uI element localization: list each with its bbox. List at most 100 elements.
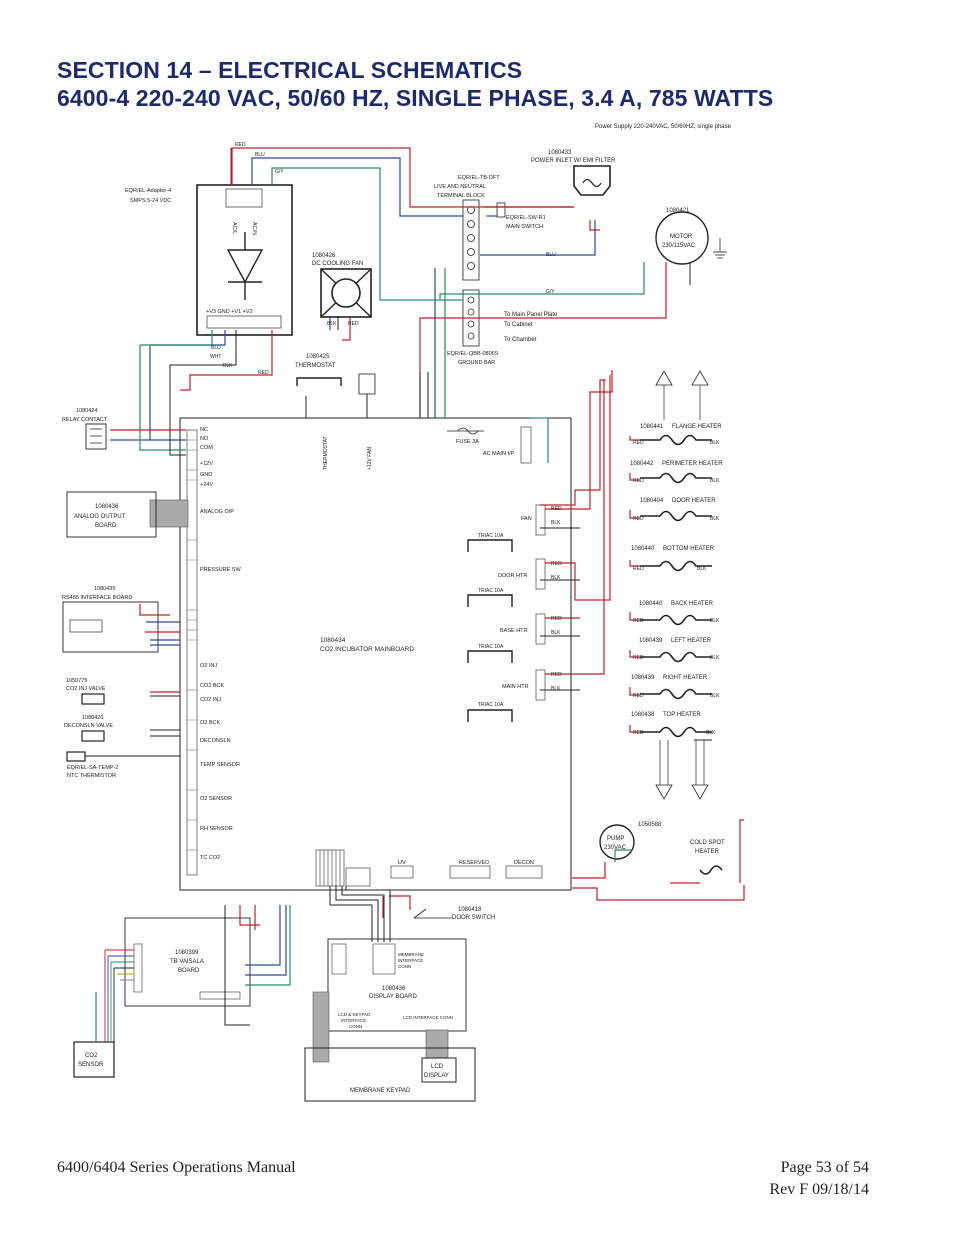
gb-name: GROUND BAR xyxy=(458,360,495,366)
red-wires xyxy=(110,147,745,930)
switch-part: EQR/EL-SW-R1 xyxy=(506,215,546,221)
heater-part: 1080442 xyxy=(630,461,654,467)
decon-valve-part: 1080420 xyxy=(82,715,103,721)
co2-sensor-l1: CO2 xyxy=(85,1053,98,1059)
rs485-board xyxy=(62,601,159,653)
wire-tag-blk: BLK xyxy=(710,655,720,661)
mainboard-part: 1080434 xyxy=(320,637,346,644)
heater-name: RIGHT HEATER xyxy=(663,675,708,681)
smps-acl: AC/L xyxy=(231,222,237,234)
coldspot-coil-icon xyxy=(699,865,723,875)
label-o2-bck: O2 BCK xyxy=(200,720,221,726)
black-wires xyxy=(85,262,712,1026)
vaisala-part: 1080399 xyxy=(175,950,199,956)
heater-coil-icon xyxy=(640,614,712,626)
door-switch-icon xyxy=(413,908,427,919)
membrane-keypad xyxy=(304,1047,476,1102)
wire-tag-blk: BLK xyxy=(710,516,720,522)
svg-text:+12V: +12V xyxy=(200,461,213,467)
wire-tag-red: RED xyxy=(633,655,644,661)
wire-tag-red: RED xyxy=(633,618,644,624)
wire-tag-red: RED xyxy=(633,440,644,446)
wire-tag-red: RED xyxy=(633,730,644,736)
wire-tag-blk: BLK xyxy=(327,321,337,327)
footer-rev: Rev F 09/18/14 xyxy=(769,1181,869,1198)
motor-rating: 230/115VAC xyxy=(662,243,696,249)
heater-part: 1080438 xyxy=(631,712,655,718)
wire-tag-blk: BLK xyxy=(551,686,561,692)
wire-tag-red: RED xyxy=(551,506,562,512)
label-ac-main: AC MAIN I/P xyxy=(483,451,515,457)
smps-name: SMPS 5-24 VDC xyxy=(130,198,171,204)
fuse-icon xyxy=(457,427,479,435)
main-switch-icon xyxy=(496,202,506,218)
label-analog-op: ANALOG O/P xyxy=(200,509,234,515)
label-o2-inj: O2 INJ xyxy=(200,663,217,669)
lcd-l2: DISPLAY xyxy=(424,1073,449,1079)
mainboard-left-connectors xyxy=(186,429,198,876)
smps-outputs: +V3 GND +V1 +V2 xyxy=(206,309,253,315)
analog-name1: ANALOG OUTPUT xyxy=(74,514,126,520)
tb-name1: LIVE AND NEUTRAL xyxy=(434,184,486,190)
reserved-connector xyxy=(449,865,491,879)
relay-name: RELAY CONTACT xyxy=(62,417,108,423)
motor-icon xyxy=(655,211,709,265)
sensor-harness xyxy=(104,949,134,1042)
wire-tag-red: RED xyxy=(633,693,644,699)
wire-tag-blu: BLU xyxy=(255,152,265,158)
decon-valve-name: DECONSLN VALVE xyxy=(64,723,113,729)
smps-acn: AC/N xyxy=(251,222,257,235)
wire-tag-blk: BLK xyxy=(706,730,716,736)
inlet-part: 1080433 xyxy=(548,150,572,156)
heater-coil-icon xyxy=(640,560,712,572)
label-fuse: FUSE 3A xyxy=(456,439,479,445)
svg-text:NO: NO xyxy=(200,436,209,442)
heater-coil-icon xyxy=(640,510,712,522)
co2-valve-part: 1050775 xyxy=(66,678,87,684)
co2-sensor-box xyxy=(73,1041,115,1078)
heater-part: 1080404 xyxy=(640,498,664,504)
wire-tag-red: RED xyxy=(551,672,562,678)
analog-name2: BOARD xyxy=(95,523,117,529)
triac-2-label: TRIAC 10A xyxy=(478,588,504,594)
relay-icon xyxy=(85,423,107,450)
wire-tag-gy: G/Y xyxy=(546,289,555,295)
label-main-htr: MAIN HTR xyxy=(502,684,529,690)
vaisala-name1: TB VAISALA xyxy=(170,959,204,965)
wire-tag-blk: BLK xyxy=(551,520,561,526)
heater-coil-icon xyxy=(640,688,712,700)
label-reserved: RESERVED xyxy=(459,860,489,866)
mainboard-name: CO2 INCUBATOR MAINBOARD xyxy=(320,646,414,653)
footer-manual: 6400/6404 Series Operations Manual xyxy=(57,1159,296,1176)
heater-name: TOP HEATER xyxy=(663,712,701,718)
wire-tag-blk: BLK xyxy=(710,693,720,699)
wire-tag-blu: BLU xyxy=(546,252,556,258)
tb-name2: TERMINAL BLOCK xyxy=(437,193,485,199)
triac-2-icon xyxy=(467,594,513,607)
wire-tag-wht: WHT xyxy=(210,354,221,360)
pump-icon xyxy=(599,824,635,860)
arrow-up-icon xyxy=(655,370,673,386)
switch-name: MAIN SWITCH xyxy=(506,224,543,230)
door-htr-connector xyxy=(535,558,546,590)
gb-cabinet: To Cabinet xyxy=(504,322,533,328)
thermostat-icon xyxy=(296,377,342,386)
gb-panel: To Main Panel Plate xyxy=(504,312,558,318)
triac-3-icon xyxy=(467,650,513,663)
svg-text:GND: GND xyxy=(200,472,212,478)
ntc-name: NTC THERMISTOR xyxy=(67,773,116,779)
section-title: SECTION 14 – ELECTRICAL SCHEMATICS xyxy=(57,57,523,83)
coldspot-name1: COLD SPOT xyxy=(690,840,725,846)
green-wires xyxy=(95,167,645,1042)
fan-name: DC COOLING FAN xyxy=(312,261,363,267)
tb-part: EQR/EL-TB-DFT xyxy=(458,175,500,181)
inlet-name: POWER INLET W/ EMI FILTER xyxy=(531,158,616,164)
vaisala-name2: BOARD xyxy=(178,968,200,974)
pump-part: 1050588 xyxy=(638,822,662,828)
label-temp-sensor: TEMP SENSOR xyxy=(200,762,240,768)
wire-tag-red: RED xyxy=(633,478,644,484)
heater-coil-icon xyxy=(640,472,712,484)
heater-name: FLANGE HEATER xyxy=(672,424,722,430)
terminal-block xyxy=(462,199,480,281)
arrow-down-icon xyxy=(691,784,709,800)
